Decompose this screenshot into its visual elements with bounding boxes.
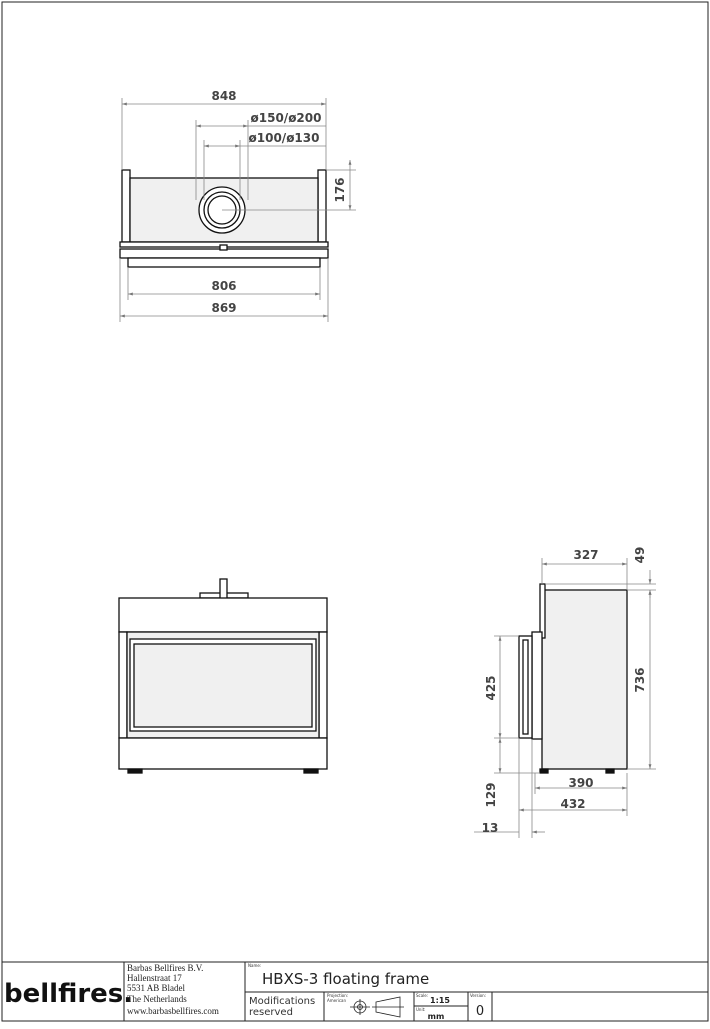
version-value: 0 — [476, 1004, 484, 1019]
unit-label: Unit: — [416, 1007, 426, 1012]
dim-390: 390 — [568, 776, 593, 790]
dim-129: 129 — [484, 782, 498, 807]
projection-symbol-icon — [350, 996, 404, 1018]
scale-label: Scale: — [416, 993, 428, 998]
dim-806: 806 — [211, 279, 236, 293]
version-label: Version: — [470, 993, 486, 998]
top-view: 848 ø150/ø200 ø100/ø130 176 806 869 — [119, 89, 356, 322]
title-block: bellfires. Barbas Bellfires B.V. Hallens… — [2, 961, 708, 1021]
side-view-dim-lines — [474, 558, 656, 838]
dim-869: 869 — [211, 301, 236, 315]
scale-value: 1:15 — [430, 996, 450, 1005]
dim-432: 432 — [560, 797, 585, 811]
side-view: 327 49 736 425 129 390 432 13 — [474, 547, 656, 838]
dim-49: 49 — [633, 547, 647, 564]
company-street: Hallenstraat 17 — [127, 973, 182, 983]
modifications-line-2: reserved — [249, 1007, 293, 1018]
company-name: Barbas Bellfires B.V. — [127, 963, 203, 973]
dim-13: 13 — [482, 821, 499, 835]
dim-848: 848 — [211, 89, 236, 103]
company-postal: 5531 AB Bladel — [127, 983, 185, 993]
projection-value: American — [327, 998, 347, 1003]
bellfires-logo: bellfires. — [4, 979, 133, 1009]
name-label: Name: — [248, 963, 261, 968]
company-website: www.barbasbellfires.com — [127, 1006, 219, 1016]
product-name: HBXS-3 floating frame — [262, 970, 429, 988]
dim-176: 176 — [333, 177, 347, 202]
unit-value: mm — [428, 1012, 445, 1021]
dim-736: 736 — [633, 667, 647, 692]
company-country: The Netherlands — [127, 994, 187, 1004]
top-view-outline — [119, 169, 329, 268]
projection-label: Projection: — [327, 993, 348, 998]
front-view — [118, 578, 328, 774]
dim-327: 327 — [573, 548, 598, 562]
modifications-line-1: Modifications — [249, 996, 315, 1007]
dim-flue-inner: ø100/ø130 — [249, 131, 320, 145]
dim-flue-outer: ø150/ø200 — [251, 111, 322, 125]
side-view-outline — [518, 583, 628, 774]
dim-425: 425 — [484, 675, 498, 700]
top-view-dim-lines — [119, 98, 356, 322]
